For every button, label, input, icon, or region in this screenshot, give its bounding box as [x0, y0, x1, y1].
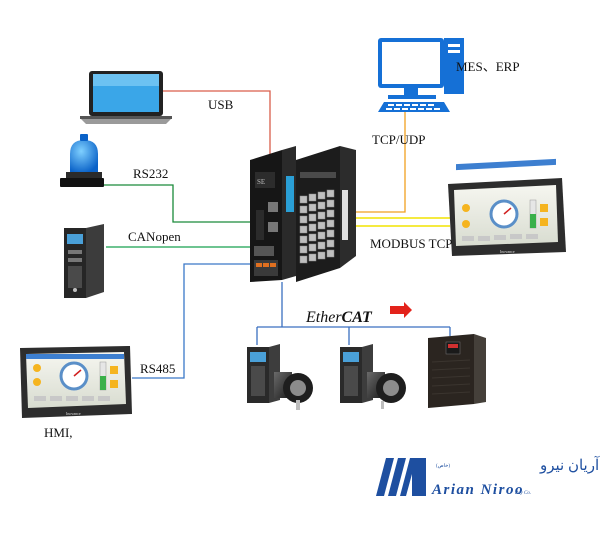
hmi-left-brand: Inovance: [66, 411, 81, 416]
company-mark-icon: [376, 458, 426, 496]
servo-motor-1-icon: [247, 344, 313, 410]
company-latin-suffix: Ray Co.: [514, 491, 531, 496]
company-persian-name: شرکت آریان نیرو: [539, 456, 600, 474]
mes-erp-label: MES、ERP: [456, 59, 520, 74]
servo-motor-2-icon: [340, 344, 406, 409]
inverter-drive-icon: [428, 334, 486, 408]
desktop-computer-icon: [378, 38, 464, 112]
canopen-label: CANopen: [128, 229, 181, 244]
svg-text:EtherCAT: EtherCAT: [305, 309, 373, 326]
ethercat-cat-text: CAT: [342, 309, 373, 326]
servo-drive-icon: [64, 224, 104, 298]
hmi-panel-left-icon: Inovance: [20, 346, 132, 418]
ethercat-ether-text: Ether: [305, 309, 342, 326]
rs232-line: [103, 184, 285, 223]
company-latin-name: Arian Niroo: [431, 482, 524, 498]
plc-controller-icon: SE: [250, 146, 356, 282]
usb-line: [163, 90, 271, 180]
rs485-label: RS485: [140, 361, 175, 376]
hmi-label: HMI,: [44, 425, 73, 440]
modbus-tcp-label: MODBUS TCP: [370, 236, 452, 251]
rs485-line: [132, 263, 258, 379]
hmi-right-brand: Inovance: [500, 249, 515, 254]
tcp-udp-label: TCP/UDP: [372, 132, 425, 147]
signal-beacon-icon: [60, 134, 104, 187]
usb-label: USB: [208, 97, 234, 112]
rs232-label: RS232: [133, 166, 168, 181]
laptop-icon: [80, 71, 172, 124]
company-logo: شرکت آریان نیرو (خاص) Arian Niroo Ray Co…: [376, 456, 600, 498]
ethercat-logo: EtherCAT: [305, 302, 412, 326]
company-persian-suffix: (خاص): [436, 463, 450, 469]
ethercat-arrow-icon: [390, 302, 412, 318]
hmi-panel-right-icon: Inovance: [448, 158, 566, 256]
svg-text:SE: SE: [257, 178, 265, 186]
